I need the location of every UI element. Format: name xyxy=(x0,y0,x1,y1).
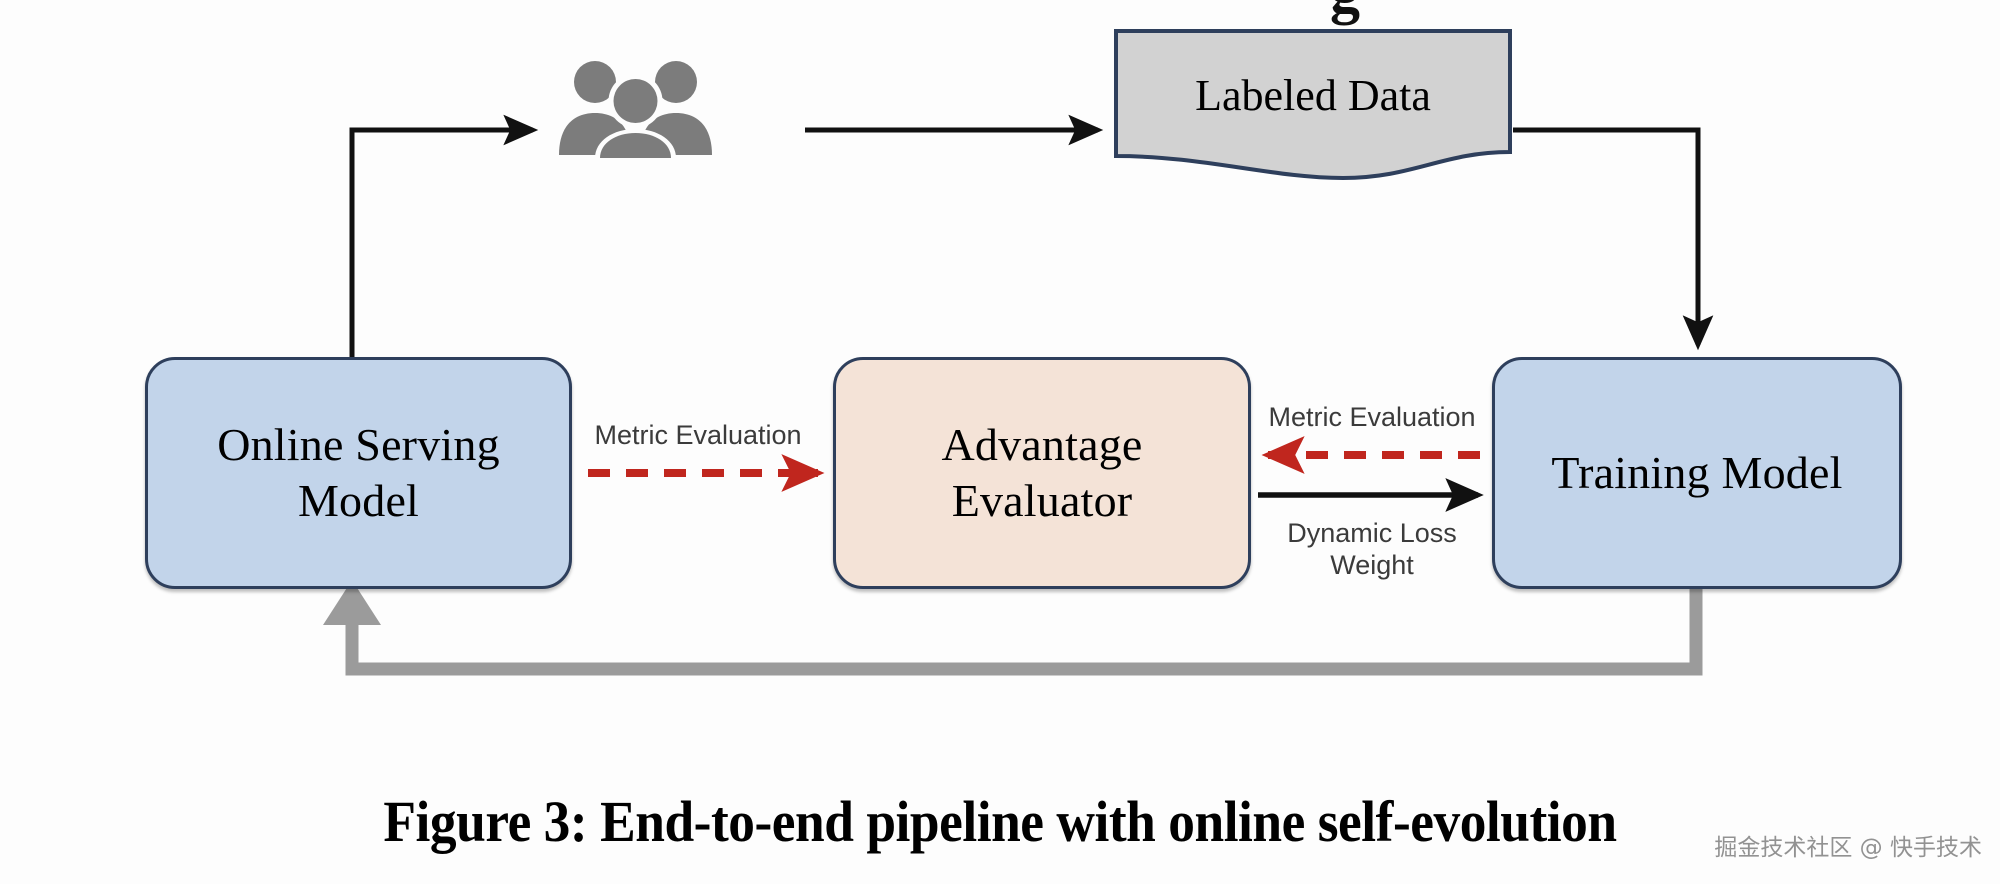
node-advantage-evaluator[interactable]: Advantage Evaluator xyxy=(833,357,1251,589)
edge-label-metric-evaluation-left: Metric Evaluation xyxy=(594,420,802,450)
labeled-data-label: Labeled Data xyxy=(1195,71,1431,120)
advantage-evaluator-label-line1: Advantage xyxy=(941,418,1143,470)
dynamic-loss-weight-line2: Weight xyxy=(1330,549,1414,580)
node-training-model[interactable]: Training Model xyxy=(1492,357,1902,589)
edge-training-to-serving-feedback xyxy=(323,580,1703,676)
watermark-text: 掘金技术社区 @ 快手技术 xyxy=(1714,835,1982,861)
clipped-heading-fragment: g xyxy=(1330,0,1360,27)
online-serving-model-label-line2: Model xyxy=(297,475,420,526)
users-group-icon xyxy=(553,53,718,158)
advantage-evaluator-label-line2: Evaluator xyxy=(951,475,1133,526)
dynamic-loss-weight-line1: Dynamic Loss xyxy=(1287,518,1457,548)
edge-serving-to-users xyxy=(349,114,539,357)
advantage-evaluator-label: Advantage Evaluator xyxy=(941,417,1142,529)
edge-label-metric-evaluation-right: Metric Evaluation xyxy=(1268,402,1476,432)
training-model-label: Training Model xyxy=(1551,446,1843,498)
online-serving-model-label-line1: Online Serving xyxy=(217,418,500,470)
figure-caption: Figure 3: End-to-end pipeline with onlin… xyxy=(383,789,1617,854)
edge-labeled-data-to-training-model xyxy=(1513,127,1714,351)
edge-label-dynamic-loss-weight: Dynamic Loss Weight xyxy=(1252,518,1492,582)
node-labeled-data[interactable]: Labeled Data xyxy=(1113,28,1513,180)
online-serving-model-label: Online Serving Model xyxy=(217,417,500,529)
node-online-serving-model[interactable]: Online Serving Model xyxy=(145,357,572,589)
